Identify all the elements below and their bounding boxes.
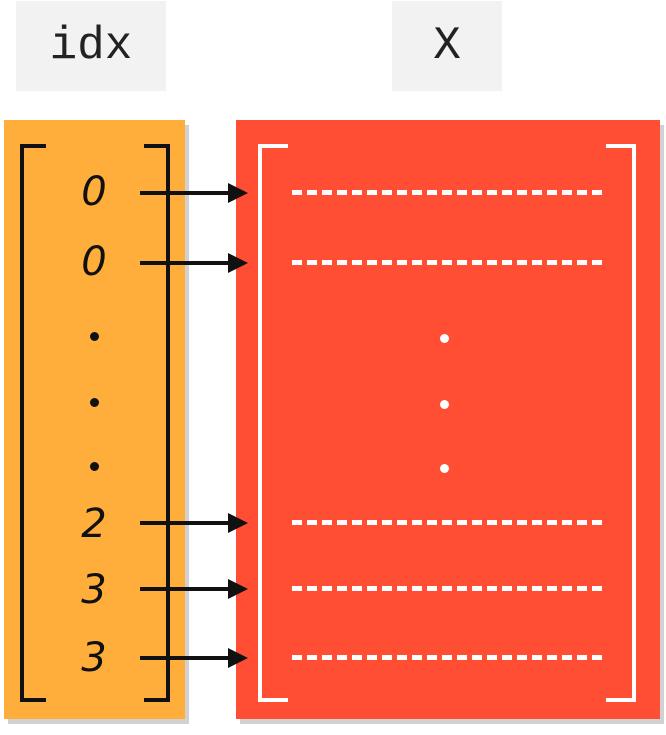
x-label: X xyxy=(392,1,502,91)
idx-label: idx xyxy=(16,1,166,91)
x-row-5 xyxy=(292,655,602,660)
idx-value-2: 0 xyxy=(81,239,107,285)
idx-right-bracket xyxy=(144,144,170,702)
x-ellipsis-dot xyxy=(440,464,449,473)
arrow-1 xyxy=(140,183,248,203)
idx-ellipsis-dot xyxy=(90,332,99,341)
x-ellipsis-dot xyxy=(440,334,449,343)
x-panel xyxy=(236,120,660,719)
x-row-2 xyxy=(292,260,602,265)
arrow-5 xyxy=(140,648,248,668)
arrow-3 xyxy=(140,513,248,533)
idx-ellipsis-dot xyxy=(90,398,99,407)
idx-left-bracket xyxy=(20,144,46,702)
idx-ellipsis-dot xyxy=(90,462,99,471)
idx-value-5: 3 xyxy=(81,635,107,681)
x-row-1 xyxy=(292,190,602,195)
x-right-bracket xyxy=(606,144,636,702)
x-row-4 xyxy=(292,586,602,591)
x-left-bracket xyxy=(258,144,288,702)
idx-panel: 0 0 2 3 3 xyxy=(4,120,185,719)
idx-value-1: 0 xyxy=(81,169,107,215)
arrow-2 xyxy=(140,253,248,273)
idx-value-3: 2 xyxy=(81,501,107,547)
idx-value-4: 3 xyxy=(81,567,107,613)
arrow-4 xyxy=(140,579,248,599)
x-ellipsis-dot xyxy=(440,400,449,409)
x-row-3 xyxy=(292,520,602,525)
